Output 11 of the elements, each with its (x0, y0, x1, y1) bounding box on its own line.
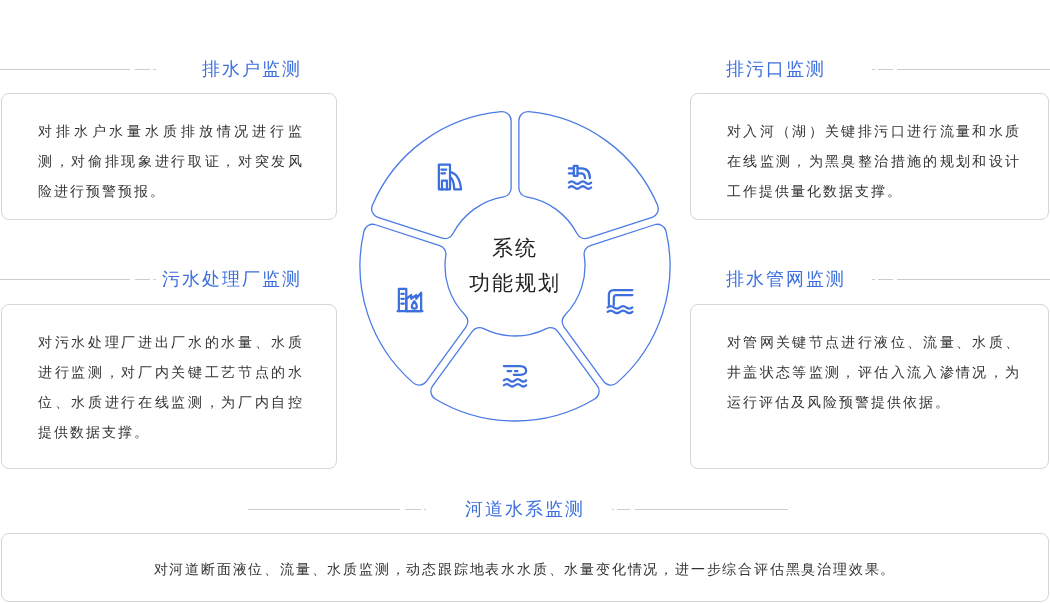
section-heading: 排水户监测 (202, 57, 302, 81)
section-heading: 排污口监测 (726, 57, 826, 81)
description-text: 对入河（湖）关键排污口进行流量和水质在线监测，为黑臭整治措施的规划和设计工作提供量化数据支撑。 (727, 122, 1021, 201)
description-text: 对河道断面液位、流量、水质监测，动态跟踪地表水水质、水量变化情况，进一步综合评估黑臭治理效果。 (153, 560, 897, 579)
description-text: 对排水户水量水质排放情况进行监测，对偷排现象进行取证，对突发风险进行预警预报。 (38, 122, 304, 201)
description-text: 对污水处理厂进出厂水的水量、水质进行监测，对厂内关键工艺节点的水位、水质进行在线监测，为厂内自控提供数据支撑。 (38, 333, 304, 442)
section-heading: 排水管网监测 (726, 267, 846, 291)
section-heading: 河道水系监测 (465, 497, 585, 521)
description-text: 对管网关键节点进行液位、流量、水质、井盖状态等监测，评估入流入渗情况，为运行评估及风险预警提供依据。 (727, 333, 1021, 412)
section-heading: 污水处理厂监测 (162, 267, 302, 291)
hub-title: 系统功能规划 (469, 235, 562, 297)
